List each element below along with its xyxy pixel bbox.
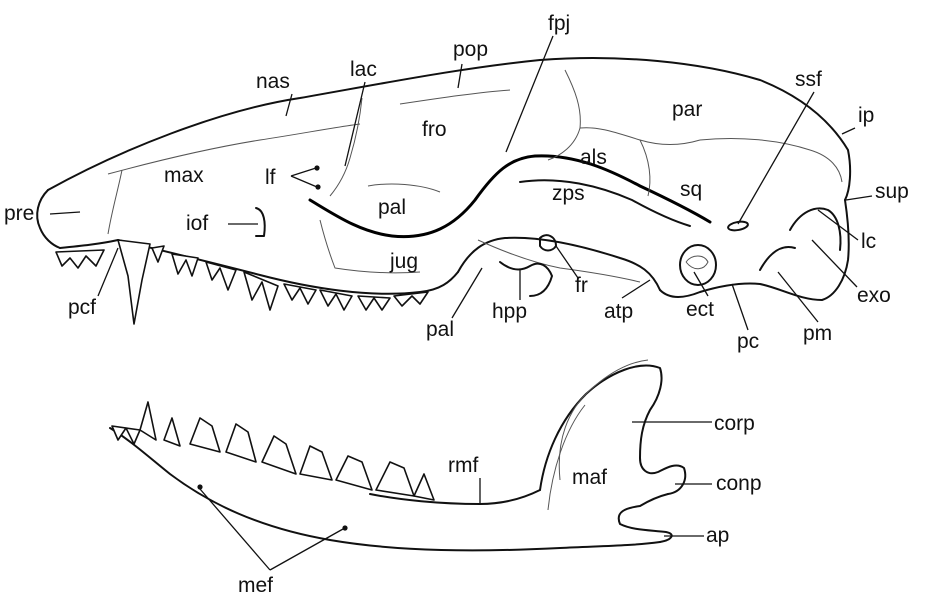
label-pm: pm	[803, 322, 832, 345]
label-pc: pc	[737, 330, 759, 353]
skull-labels: pop fpj nas lac ssf par ip fro max lf al…	[4, 12, 909, 353]
label-atp: atp	[604, 300, 633, 323]
label-jug: jug	[389, 250, 418, 273]
label-sup: sup	[875, 180, 909, 203]
label-ip: ip	[858, 104, 874, 127]
label-fro: fro	[422, 118, 447, 141]
label-zps: zps	[552, 182, 585, 205]
label-ect: ect	[686, 298, 714, 321]
label-nas: nas	[256, 70, 290, 93]
label-pcf: pcf	[68, 296, 96, 319]
label-pal-lower: pal	[426, 318, 454, 341]
label-conp: conp	[716, 472, 762, 495]
mandible-labels: corp rmf maf conp ap mef	[238, 412, 762, 597]
label-iof: iof	[186, 212, 208, 235]
label-pre: pre	[4, 202, 34, 225]
label-mef: mef	[238, 574, 273, 597]
label-lf: lf	[265, 166, 276, 189]
label-par: par	[672, 98, 702, 121]
label-fpj: fpj	[548, 12, 570, 35]
label-als: als	[580, 146, 607, 169]
label-lc: lc	[861, 230, 876, 253]
label-pop: pop	[453, 38, 488, 61]
label-corp: corp	[714, 412, 755, 435]
label-ssf: ssf	[795, 68, 822, 91]
label-exo: exo	[857, 284, 891, 307]
label-max: max	[164, 164, 204, 187]
label-pal-upper: pal	[378, 196, 406, 219]
label-hpp: hpp	[492, 300, 527, 323]
label-lac: lac	[350, 58, 377, 81]
lower-tooth-row	[112, 402, 434, 500]
hamular-process	[500, 262, 552, 296]
zygomatic-arch-line	[310, 156, 710, 237]
label-rmf: rmf	[448, 454, 478, 477]
mandible-outline	[110, 360, 685, 550]
skull-outline	[37, 58, 850, 300]
label-fr: fr	[575, 274, 588, 297]
upper-tooth-row	[56, 240, 428, 324]
label-ap: ap	[706, 524, 729, 547]
label-sq: sq	[680, 178, 702, 201]
label-maf: maf	[572, 466, 607, 489]
